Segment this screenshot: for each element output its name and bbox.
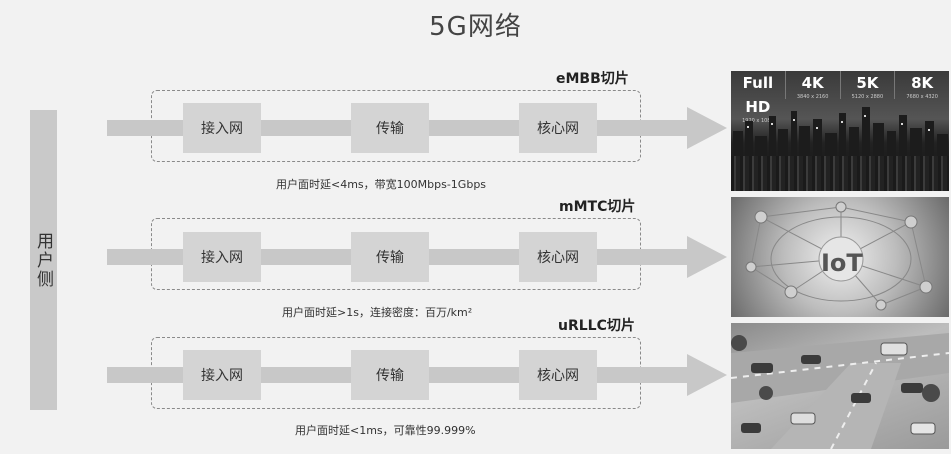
node-transport: 传输 — [351, 103, 429, 153]
slice-note-embb: 用户面时延<4ms，带宽100Mbps-1Gbps — [276, 178, 487, 191]
water-reflection — [731, 156, 949, 191]
node-transport: 传输 — [351, 232, 429, 282]
skyline-graphic — [733, 107, 948, 156]
node-transport: 传输 — [351, 350, 429, 400]
node-access-network: 接入网 — [183, 232, 261, 282]
node-access-network: 接入网 — [183, 103, 261, 153]
mmtc-iot-image: IoT — [731, 197, 949, 317]
node-core-network: 核心网 — [519, 103, 597, 153]
iot-label: IoT — [821, 249, 863, 277]
page-title: 5G网络 — [429, 12, 522, 42]
node-access-network: 接入网 — [183, 350, 261, 400]
traffic-graphic — [731, 333, 949, 449]
slice-name-urllc: uRLLC切片 — [558, 318, 635, 334]
slice-name-mmtc: mMTC切片 — [559, 199, 636, 215]
slice-name-embb: eMBB切片 — [556, 71, 629, 87]
slice-note-mmtc: 用户面时延>1s，连接密度：百万/km² — [282, 306, 473, 319]
slice-note-urllc: 用户面时延<1ms，可靠性99.999% — [295, 424, 476, 437]
node-core-network: 核心网 — [519, 350, 597, 400]
iot-network-graphic — [745, 201, 933, 311]
node-core-network: 核心网 — [519, 232, 597, 282]
user-side-bar: 用户侧 — [30, 110, 57, 410]
urllc-traffic-image — [731, 323, 949, 449]
user-side-label: 用户侧 — [33, 231, 53, 289]
